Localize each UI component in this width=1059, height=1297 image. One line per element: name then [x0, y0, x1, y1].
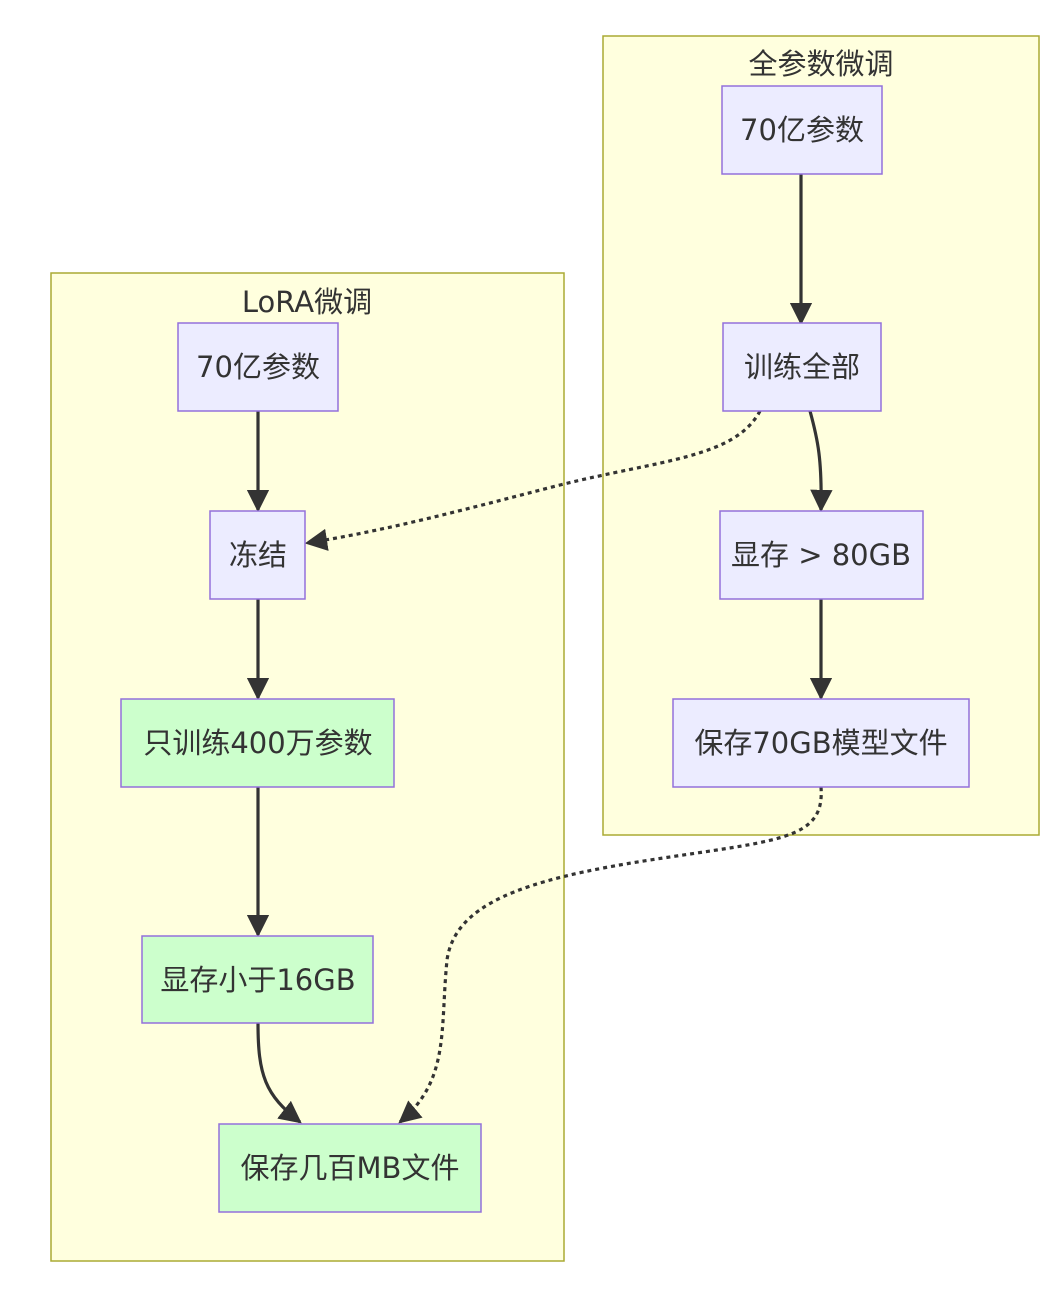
- node-lora-train: 只训练400万参数: [120, 698, 395, 788]
- node-full-save-label: 保存70GB模型文件: [694, 726, 947, 760]
- node-full-train-label: 训练全部: [744, 350, 860, 384]
- node-full-vram: 显存 > 80GB: [719, 510, 924, 600]
- node-full-train: 训练全部: [722, 322, 882, 412]
- node-lora-freeze-label: 冻结: [229, 538, 287, 572]
- node-full-vram-label: 显存 > 80GB: [731, 538, 911, 572]
- node-full-params: 70亿参数: [721, 85, 883, 175]
- node-lora-vram: 显存小于16GB: [141, 935, 374, 1024]
- edge-full-save-to-lora-save: [398, 786, 823, 1124]
- node-lora-save-label: 保存几百MB文件: [241, 1151, 460, 1185]
- edge-full-train-to-lora-freeze: [304, 410, 762, 551]
- edge-lora-vram-to-save: [256, 1022, 302, 1124]
- node-lora-freeze: 冻结: [209, 510, 306, 600]
- node-lora-vram-label: 显存小于16GB: [160, 963, 355, 997]
- node-full-params-label: 70亿参数: [740, 113, 864, 147]
- cluster-full-title: 全参数微调: [748, 47, 893, 81]
- node-lora-save: 保存几百MB文件: [218, 1123, 482, 1213]
- cluster-lora-title: LoRA微调: [242, 285, 372, 319]
- node-full-save: 保存70GB模型文件: [672, 698, 970, 788]
- node-lora-train-label: 只训练400万参数: [143, 726, 372, 760]
- edge-full-train-to-vram: [808, 410, 833, 513]
- node-lora-params: 70亿参数: [177, 322, 339, 412]
- node-lora-params-label: 70亿参数: [196, 350, 320, 384]
